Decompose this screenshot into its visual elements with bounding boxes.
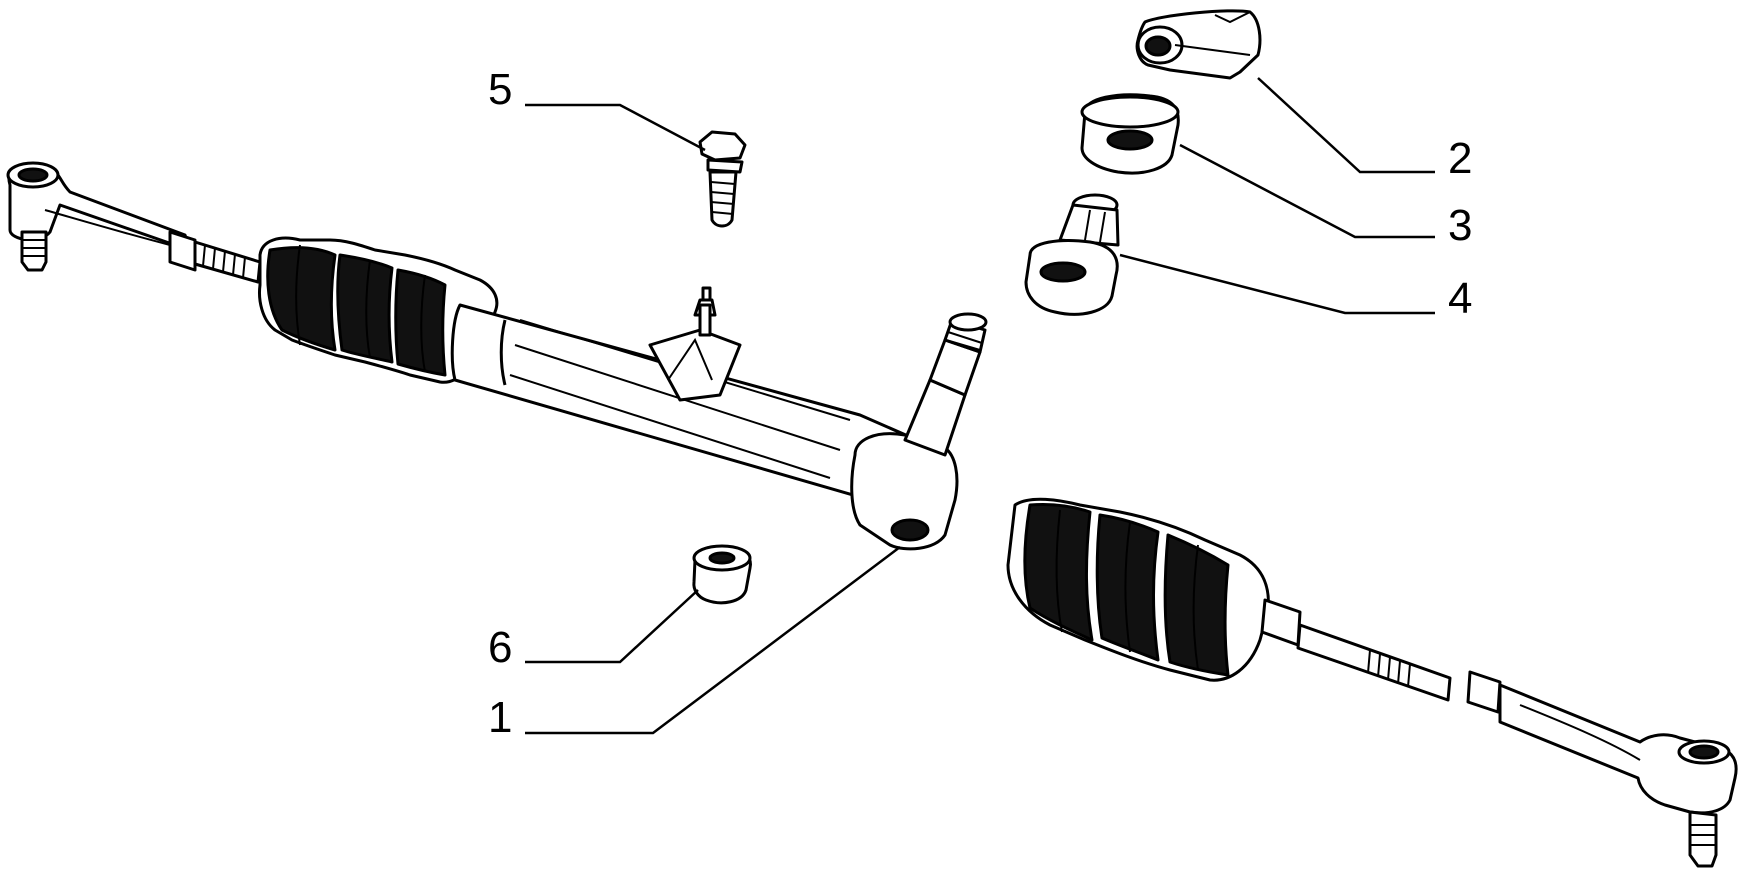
mounting-bracket: [648, 286, 742, 402]
leader-line-2: [1257, 77, 1435, 174]
left-tie-rod-end: [6, 161, 192, 272]
callout-4: 4: [1448, 274, 1472, 323]
callout-1: 1: [488, 693, 512, 742]
leader-line-4: [1119, 253, 1435, 315]
bushing: [1024, 193, 1120, 316]
callout-2: 2: [1448, 134, 1472, 183]
steering-rack-assembly: [6, 161, 1738, 868]
leader-lines: [525, 77, 1435, 735]
leader-line-1: [525, 546, 901, 735]
callout-6: 6: [488, 623, 512, 672]
right-tie-rod-thread: [1260, 598, 1502, 714]
right-tie-rod-end: [1498, 683, 1738, 868]
callout-labels: 1 2 3 4 5 6: [488, 65, 1472, 742]
pinion-housing: [850, 312, 988, 551]
right-rubber-boot: [1006, 497, 1270, 682]
leader-line-6: [525, 589, 699, 664]
rubber-ring: [1080, 93, 1180, 175]
clamp-bracket: [1135, 9, 1262, 80]
leader-line-3: [1179, 143, 1435, 239]
bolt: [698, 130, 747, 228]
flange-nut: [692, 544, 752, 605]
callout-3: 3: [1448, 201, 1472, 250]
callout-5: 5: [488, 65, 512, 114]
left-tie-rod-thread: [168, 230, 262, 284]
leader-line-5: [525, 103, 706, 152]
